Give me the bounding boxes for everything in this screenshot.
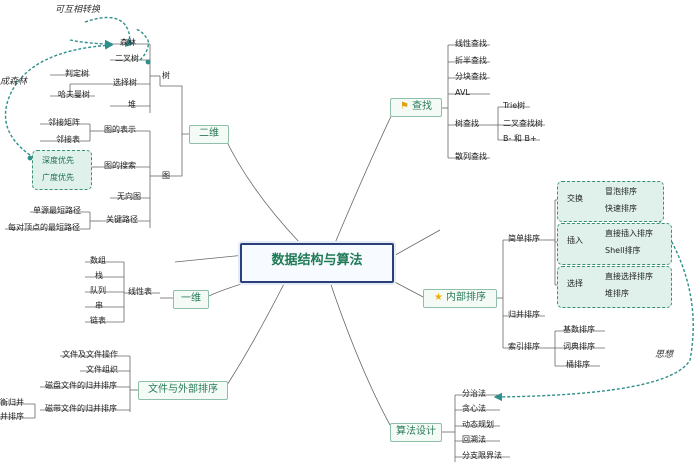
arrow-interchange-3 [69, 39, 114, 49]
node-decision-tree[interactable]: 判定树 [65, 69, 89, 78]
node-stack[interactable]: 栈 [95, 271, 103, 280]
node-dfs[interactable]: 深度优先 [42, 156, 74, 165]
node-select[interactable]: 选择 [567, 279, 583, 288]
group-select [557, 266, 672, 308]
flag-icon: ⚑ [400, 101, 409, 112]
node-bucket[interactable]: 桶排序 [566, 360, 590, 369]
star-icon: ★ [434, 292, 443, 303]
node-avl[interactable]: AVL [455, 88, 470, 97]
node-linked-list[interactable]: 链表 [90, 316, 106, 325]
node-bfs[interactable]: 广度优先 [42, 173, 74, 182]
node-string[interactable]: 串 [95, 301, 103, 310]
node-undirected[interactable]: 无向图 [117, 192, 141, 201]
node-bubble[interactable]: 冒泡排序 [605, 187, 637, 196]
group-swap [557, 181, 664, 222]
topic-search[interactable]: ⚑查找 [390, 98, 442, 117]
arrow-interchange-1 [84, 16, 134, 47]
node-shell[interactable]: Shell排序 [605, 246, 641, 255]
annotation-interchangeable: 可互相转换 [55, 5, 101, 15]
topic-sort-label: 内部排序 [445, 292, 486, 303]
arrow-interchange-2 [134, 29, 150, 61]
topic-yi-wei[interactable]: 一维 [173, 290, 209, 309]
node-heap[interactable]: 堆 [128, 100, 136, 109]
node-branch-bound[interactable]: 分支限界法 [462, 451, 502, 460]
node-simple-sort[interactable]: 简单排序 [508, 234, 540, 243]
node-heap-sort[interactable]: 堆排序 [605, 289, 629, 298]
node-direct-insert[interactable]: 直接插入排序 [605, 229, 653, 238]
node-cut-2[interactable]: 并排序 [0, 412, 24, 421]
node-binary-search[interactable]: 折半查找 [455, 56, 487, 65]
node-b-tree[interactable]: B- 和 B+ [503, 134, 537, 143]
node-linear-list[interactable]: 线性表 [128, 287, 152, 296]
node-binary-tree[interactable]: 二叉树 [115, 54, 139, 63]
topic-algo[interactable]: 算法设计 [390, 423, 442, 442]
node-file-org[interactable]: 文件组织 [86, 365, 118, 374]
node-tree-search[interactable]: 树查找 [455, 119, 479, 128]
arrow-forest [4, 41, 114, 156]
node-forest[interactable]: 森林 [120, 38, 136, 47]
node-cut-1[interactable]: 衡归并 [0, 398, 24, 407]
node-graph-search[interactable]: 图的搜索 [104, 161, 136, 170]
node-direct-select[interactable]: 直接选择排序 [605, 272, 653, 281]
topic-files[interactable]: 文件与外部排序 [138, 381, 228, 400]
node-radix[interactable]: 基数排序 [563, 325, 595, 334]
node-adj-list[interactable]: 邻接表 [56, 135, 80, 144]
node-array[interactable]: 数组 [90, 256, 106, 265]
node-swap[interactable]: 交换 [567, 194, 583, 203]
node-backtrack[interactable]: 回溯法 [462, 435, 486, 444]
node-tree[interactable]: 树 [162, 71, 170, 80]
center-node[interactable]: 数据结构与算法 [240, 243, 394, 283]
topic-sort[interactable]: ★内部排序 [423, 289, 497, 308]
node-graph-repr[interactable]: 图的表示 [104, 125, 136, 134]
spoke-algo [329, 281, 391, 426]
node-queue[interactable]: 队列 [90, 286, 106, 295]
node-quick[interactable]: 快速排序 [605, 204, 637, 213]
node-index-sort[interactable]: 索引排序 [508, 342, 540, 351]
topic-search-label: 查找 [411, 101, 432, 112]
annotation-idea: 思想 [655, 350, 674, 360]
node-dp[interactable]: 动态规划 [462, 420, 494, 429]
node-single-source[interactable]: 单源最短路径 [33, 206, 81, 215]
node-graph[interactable]: 图 [162, 171, 170, 180]
node-file-ops[interactable]: 文件及文件操作 [62, 350, 118, 359]
arrow-idea [493, 207, 694, 402]
node-huffman-tree[interactable]: 哈夫曼树 [58, 90, 90, 99]
node-selection-tree[interactable]: 选择树 [113, 78, 137, 87]
node-merge-sort[interactable]: 归并排序 [508, 310, 540, 319]
spoke-short-l [174, 254, 246, 263]
topic-er-wei[interactable]: 二维 [189, 125, 229, 144]
node-linear-search[interactable]: 线性查找 [455, 39, 487, 48]
node-lexico[interactable]: 词典排序 [563, 342, 595, 351]
spoke-er-wei [224, 137, 301, 244]
node-bst[interactable]: 二叉查找树 [503, 119, 543, 128]
spoke-short-r [389, 229, 441, 259]
spoke-search [334, 107, 396, 244]
annotation-forest: 成森林 [0, 77, 28, 87]
node-divide-conquer[interactable]: 分治法 [462, 389, 486, 398]
spoke-files [224, 281, 286, 389]
node-block-search[interactable]: 分块查找 [455, 72, 487, 81]
group-dfs-bfs [32, 150, 92, 190]
node-critical-path[interactable]: 关键路径 [106, 215, 138, 224]
node-adj-matrix[interactable]: 邻接矩阵 [48, 118, 80, 127]
node-trie[interactable]: Trie树 [503, 101, 526, 110]
node-greedy[interactable]: 贪心法 [462, 404, 486, 413]
node-insert[interactable]: 插入 [567, 236, 583, 245]
node-disk-merge[interactable]: 磁盘文件的归并排序 [45, 381, 117, 390]
group-insert [557, 223, 672, 265]
node-tape-merge[interactable]: 磁带文件的归并排序 [45, 404, 117, 413]
node-all-pairs[interactable]: 每对顶点的最短路径 [8, 223, 80, 232]
node-hash-search[interactable]: 散列查找 [455, 152, 487, 161]
